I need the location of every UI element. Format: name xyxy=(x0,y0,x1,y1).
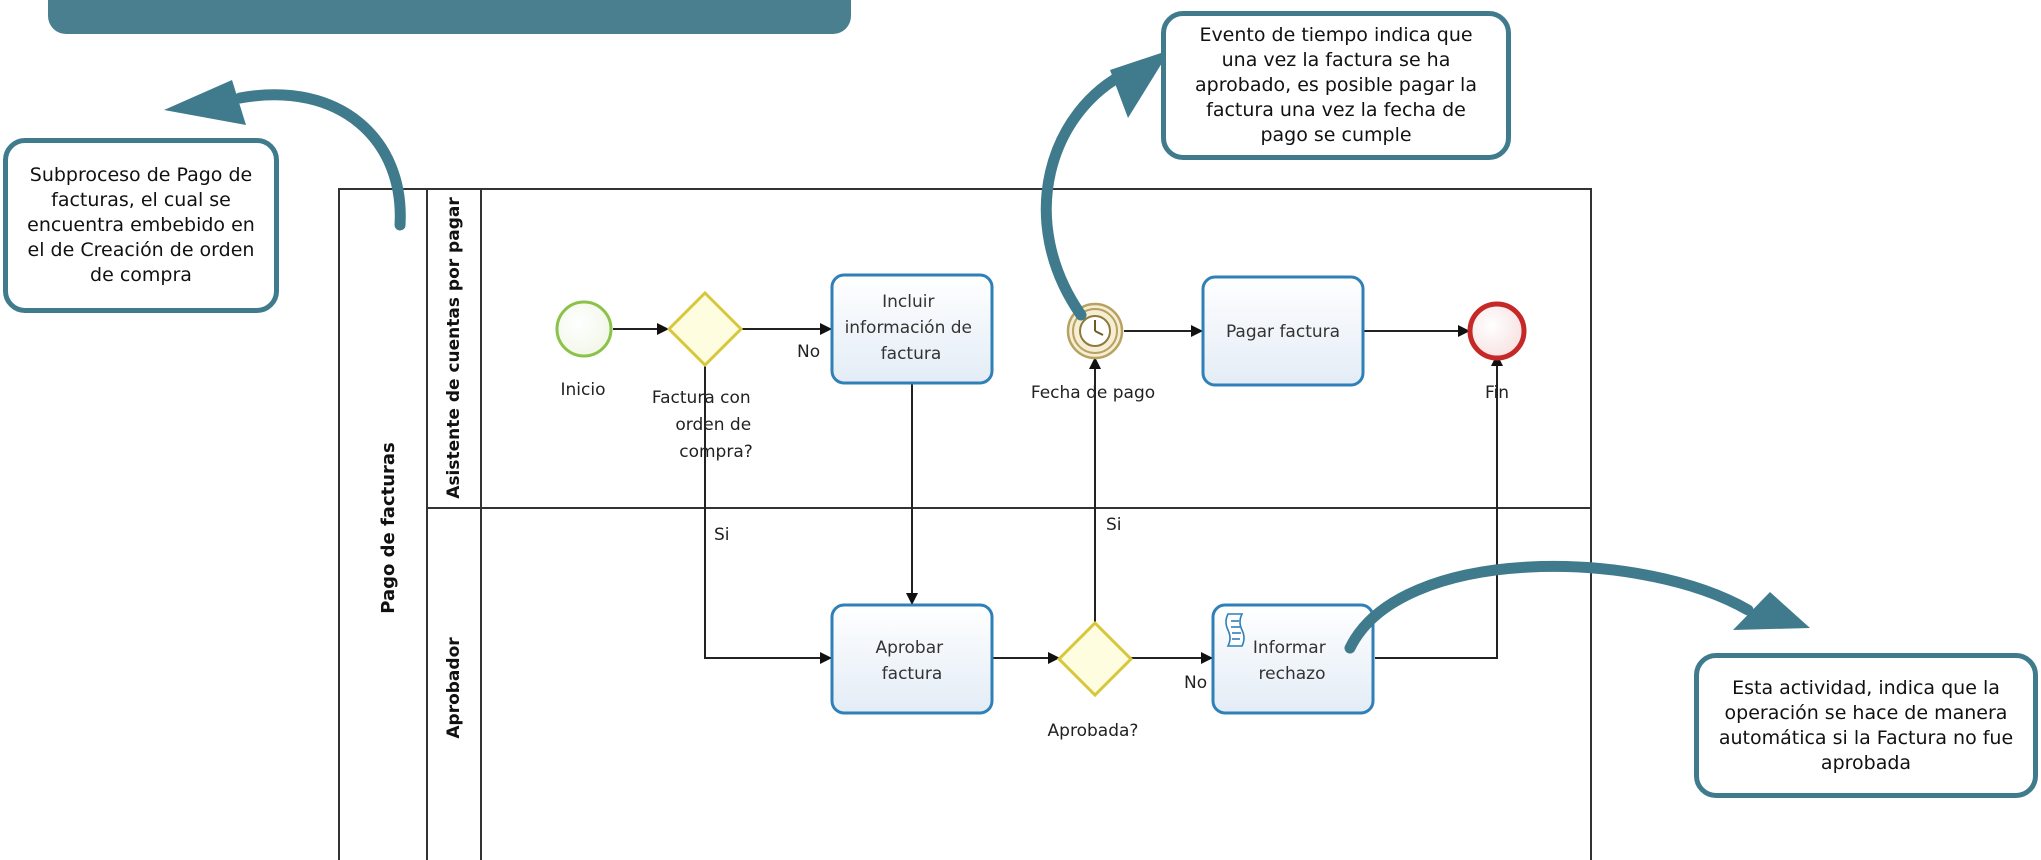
flow-labels: No Si Si No xyxy=(714,342,1207,693)
callout-subproceso: Subproceso de Pago de facturas, el cual … xyxy=(3,138,279,313)
timer-event-label: Fecha de pago xyxy=(1031,383,1155,403)
task-incluir-label: factura xyxy=(881,344,942,364)
gateway-factura-con-orden[interactable]: Factura con orden de compra? xyxy=(652,290,757,462)
task-incluir-label: información de xyxy=(845,318,972,338)
lane-label-asistente: Asistente de cuentas por pagar xyxy=(444,197,464,499)
task-aprobar-factura[interactable]: Aprobar factura xyxy=(830,603,994,715)
svg-text:Aprobar factura: Aprobar factura xyxy=(875,638,948,684)
lane-label-aprobador: Aprobador xyxy=(444,637,464,739)
task-pagar-factura[interactable]: Pagar factura xyxy=(1201,275,1365,387)
svg-text:Incluir información de: Incluir información de factura xyxy=(845,292,978,364)
end-event[interactable]: Fin xyxy=(1467,301,1527,403)
task-pagar-label: Pagar factura xyxy=(1226,322,1340,342)
pool-label: Pago de facturas xyxy=(378,442,399,614)
start-event[interactable]: Inicio xyxy=(555,300,613,400)
gateway-factura-label-line: compra? xyxy=(679,442,753,462)
timer-event[interactable]: Fecha de pago xyxy=(1031,302,1155,403)
task-informar-rechazo[interactable]: Informar rechazo xyxy=(1211,603,1375,715)
callout-arrow-subproceso xyxy=(164,80,406,231)
task-incluir-label: Incluir xyxy=(882,292,934,312)
flow-label-no-rechazo: No xyxy=(1184,673,1207,693)
gateway-factura-label-line: orden de xyxy=(675,415,751,435)
task-rechazo-label: rechazo xyxy=(1259,664,1326,684)
flow-label-si-aprobar: Si xyxy=(714,525,730,545)
header-bar xyxy=(48,0,851,34)
callout-arrow-actividad xyxy=(1344,560,1810,654)
task-aprobar-label: Aprobar xyxy=(875,638,943,658)
callout-arrow-evento-tiempo xyxy=(1040,50,1170,321)
gateway-factura-label-line: Factura con xyxy=(652,388,751,408)
sequence-flows xyxy=(613,323,1503,664)
pool: Pago de facturas Asistente de cuentas po… xyxy=(338,188,1592,860)
task-incluir-informacion[interactable]: Incluir información de factura xyxy=(830,273,994,385)
end-event-label: Fin xyxy=(1485,383,1509,403)
flow-label-si-pagar: Si xyxy=(1106,515,1122,535)
gateway-aprobada[interactable]: Aprobada? xyxy=(1048,620,1139,741)
flow-label-no-incluir: No xyxy=(797,342,820,362)
task-aprobar-label: factura xyxy=(882,664,943,684)
task-rechazo-label: Informar xyxy=(1253,638,1326,658)
script-task-icon xyxy=(1225,613,1245,647)
clock-icon xyxy=(1079,315,1111,347)
gateway-aprobada-label: Aprobada? xyxy=(1048,721,1139,741)
start-event-label: Inicio xyxy=(561,380,606,400)
svg-text:Informar rechazo: Informar rechazo xyxy=(1253,638,1331,684)
gateway-factura-label: Factura con orden de compra? xyxy=(652,388,757,462)
callout-actividad-automatica: Esta actividad, indica que la operación … xyxy=(1694,653,2038,798)
callout-evento-tiempo: Evento de tiempo indica que una vez la f… xyxy=(1161,11,1511,160)
